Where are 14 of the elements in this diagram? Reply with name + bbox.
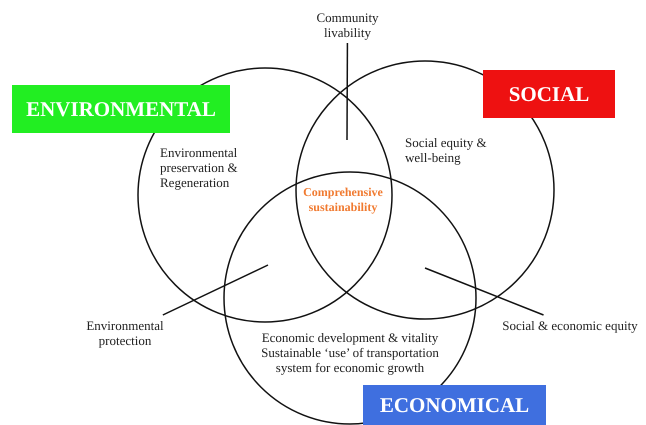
callout-text: Community livability <box>300 10 395 40</box>
category-banner: ENVIRONMENTAL <box>12 85 230 133</box>
leader-line <box>162 264 268 316</box>
category-banner: SOCIAL <box>483 70 615 118</box>
category-banner: ECONOMICAL <box>363 385 546 425</box>
circle-label: Environmental preservation & Regeneration <box>160 145 239 190</box>
callout-text: Social & economic equity <box>495 318 645 333</box>
callout-text: Environmental protection <box>60 318 190 348</box>
circle-label: Economic development & vitality <box>260 330 440 345</box>
circle-label: Sustainable ‘use’ of transportation system for economic growth <box>260 345 440 375</box>
leader-line <box>424 267 544 316</box>
center-label: Comprehensive sustainability <box>302 185 384 215</box>
circle-label: Social equity & well-being <box>405 135 488 165</box>
leader-line <box>346 43 348 140</box>
